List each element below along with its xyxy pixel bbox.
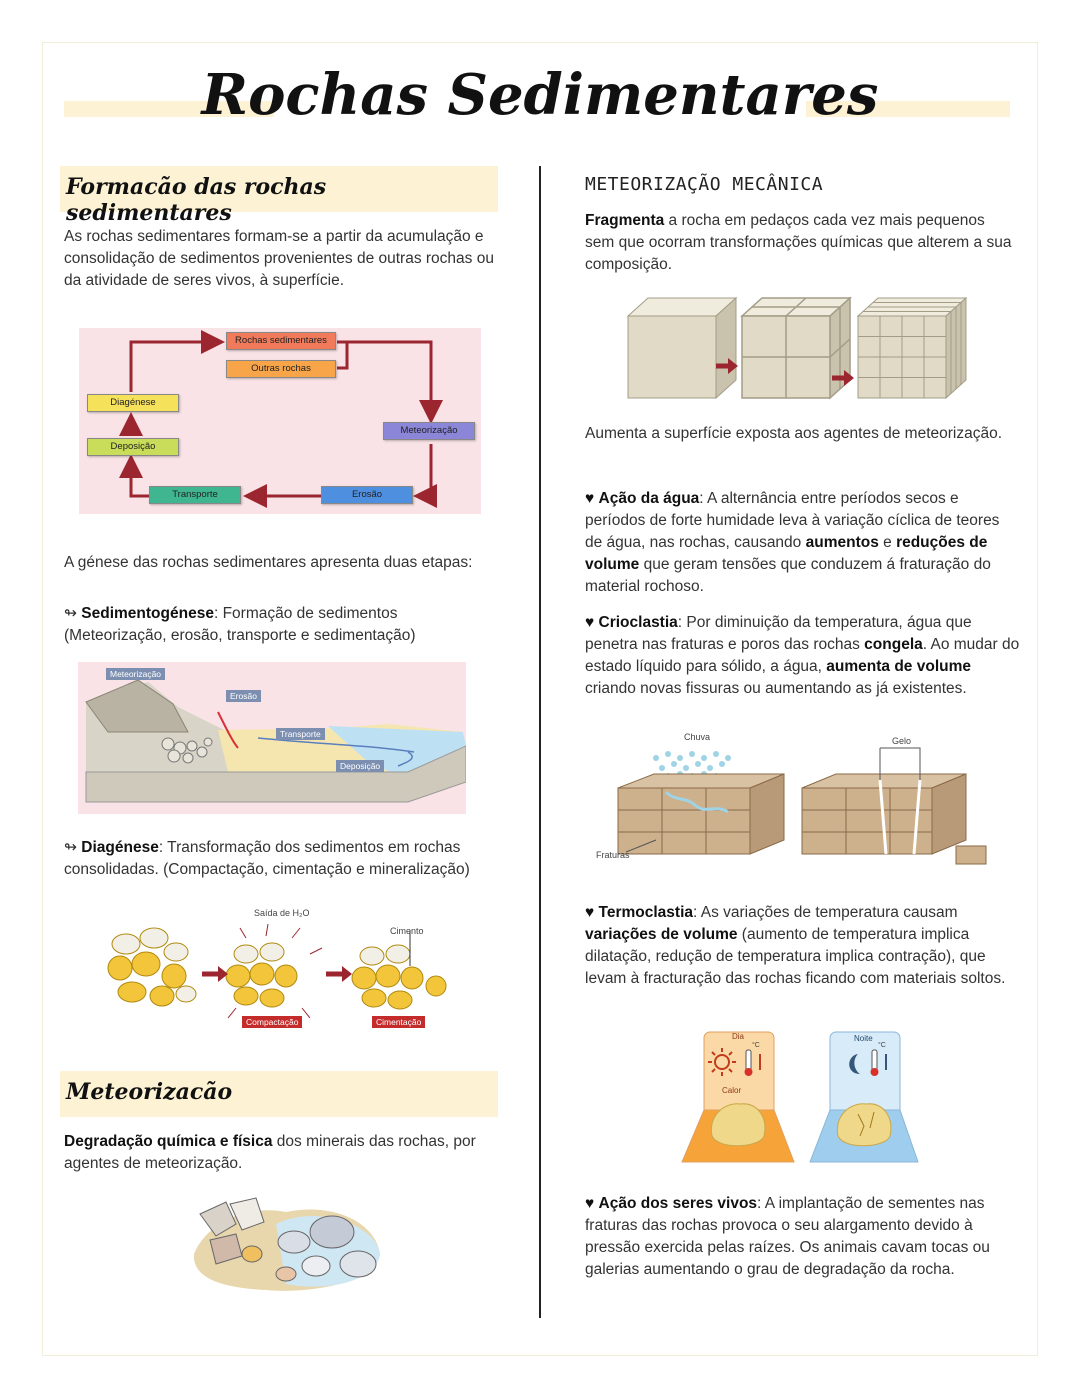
page-frame bbox=[42, 42, 1038, 1356]
label-celsius-night: °C bbox=[878, 1042, 886, 1049]
cycle-node-erosao: Erosão bbox=[321, 486, 413, 504]
page-title: Rochas Sedimentares bbox=[201, 62, 879, 128]
sedimentogenese-desc: : Formação de sedimentos (Meteorização, … bbox=[64, 605, 416, 644]
label-deposicao: Deposição bbox=[336, 760, 385, 772]
thermoclasty-figure: Dia Noite Calor °C °C bbox=[678, 1030, 920, 1166]
weathering-rest: dos minerais das rochas, por agentes de … bbox=[64, 1133, 476, 1172]
cryoclasty-item: ♥ Crioclastia: Por diminuição da tempera… bbox=[585, 612, 1020, 700]
water-action-bold-2: reduções de volume bbox=[585, 534, 988, 573]
title-decoration-right bbox=[806, 101, 1010, 117]
label-ice: Gelo bbox=[892, 736, 912, 746]
label-cement: Cimento bbox=[390, 926, 424, 936]
diagenesis-illustration bbox=[107, 923, 447, 1019]
cryoclasty-figure: Chuva Gelo Fraturas bbox=[596, 730, 992, 870]
cycle-node-diagenese: Diagénese bbox=[87, 394, 179, 412]
cycle-node-deposicao: Deposição bbox=[87, 438, 179, 456]
diagenese-desc: : Transformação dos sedimentos em rochas… bbox=[64, 839, 470, 878]
diagenese-term: Diagénese bbox=[81, 839, 159, 856]
thermoclasty-illustration bbox=[681, 1031, 919, 1163]
water-action-item: ♥ Ação da água: A alternância entre perí… bbox=[585, 488, 1017, 598]
label-heat: Calor bbox=[722, 1086, 742, 1095]
sedimentary-cycle-diagram: Rochas sedimentares Outras rochas Meteor… bbox=[79, 328, 481, 514]
cycle-arrows bbox=[119, 330, 443, 508]
thermoclasty-bold-1: variações de volume bbox=[585, 926, 738, 943]
weathering-pebbles-figure bbox=[186, 1184, 382, 1296]
heart-bullet-icon: ♥ bbox=[585, 614, 599, 631]
mechanical-intro-rest: a rocha em pedaços cada vez mais pequeno… bbox=[585, 212, 1012, 273]
label-night: Noite bbox=[854, 1034, 873, 1043]
label-water-exit: Saída de H₂O bbox=[254, 908, 310, 918]
cubes-illustration bbox=[626, 296, 968, 400]
water-action-term: Ação da água bbox=[598, 490, 700, 507]
section-heading-mechanical: METEORIZAÇÃO MECÂNICA bbox=[585, 174, 824, 195]
mechanical-intro-bold: Fragmenta bbox=[585, 212, 665, 229]
label-fractures: Fraturas bbox=[596, 850, 630, 860]
label-transporte: Transporte bbox=[276, 728, 325, 740]
arrow-bullet-icon: ↬ bbox=[64, 605, 82, 622]
label-cementation: Cimentação bbox=[372, 1016, 426, 1028]
cryoclasty-term: Crioclastia bbox=[598, 614, 678, 631]
heart-bullet-icon: ♥ bbox=[585, 904, 599, 921]
living-beings-item: ♥ Ação dos seres vivos: A implantação de… bbox=[585, 1193, 1020, 1281]
living-beings-desc: : A implantação de sementes nas fraturas… bbox=[585, 1195, 990, 1278]
water-action-text-1: : A alternância entre períodos secos e p… bbox=[585, 490, 1000, 551]
landscape-illustration bbox=[85, 679, 467, 803]
section-heading-weathering: Meteorizacão bbox=[60, 1071, 498, 1117]
diagenese-item: ↬ Diagénese: Transformação dos sedimento… bbox=[64, 837, 504, 881]
cryoclasty-text-1: : Por diminuição da temperatura, água qu… bbox=[585, 614, 972, 653]
diagenesis-figure: Saída de H₂O Cimento Compactação Cimenta… bbox=[96, 904, 466, 1036]
label-rain: Chuva bbox=[684, 732, 711, 742]
water-action-text-2: e bbox=[878, 534, 897, 551]
label-compaction: Compactação bbox=[242, 1016, 303, 1028]
heart-bullet-icon: ♥ bbox=[585, 1195, 599, 1212]
cryoclasty-bold-2: aumenta de volume bbox=[826, 658, 972, 675]
cryoclasty-bold-1: congela bbox=[864, 636, 923, 653]
formation-intro: As rochas sedimentares formam-se a parti… bbox=[64, 228, 494, 289]
cryoclasty-illustration bbox=[617, 747, 987, 865]
title-decoration-left bbox=[64, 101, 274, 117]
living-beings-term: Ação dos seres vivos bbox=[598, 1195, 758, 1212]
label-celsius-day: °C bbox=[752, 1042, 760, 1049]
fragmentation-cubes-figure bbox=[624, 294, 974, 400]
label-erosao: Erosão bbox=[226, 690, 261, 702]
cycle-node-rochas-sedimentares: Rochas sedimentares bbox=[226, 332, 336, 350]
weathering-intro: Degradação química e física dos minerais… bbox=[64, 1131, 494, 1175]
water-action-bold-1: aumentos bbox=[805, 534, 879, 551]
pebbles-illustration bbox=[193, 1197, 380, 1291]
thermoclasty-term: Termoclastia bbox=[598, 904, 693, 921]
label-meteorizacao: Meteorização bbox=[106, 668, 166, 680]
sedimentogenese-item: ↬ Sedimentogénese: Formação de sedimento… bbox=[64, 603, 504, 647]
section-heading-formation: Formacão das rochas sedimentares bbox=[60, 166, 498, 226]
cycle-node-transporte: Transporte bbox=[149, 486, 241, 504]
cryoclasty-text-2: . Ao mudar do estado líquido para sólido… bbox=[585, 636, 1020, 675]
mechanical-intro: Fragmenta a rocha em pedaços cada vez ma… bbox=[585, 210, 1015, 276]
sedimentation-landscape-figure: Meteorização Erosão Transporte Deposição bbox=[78, 662, 467, 814]
cycle-node-outras-rochas: Outras rochas bbox=[226, 360, 336, 378]
thermoclasty-item: ♥ Termoclastia: As variações de temperat… bbox=[585, 902, 1015, 990]
sedimentogenese-term: Sedimentogénese bbox=[81, 605, 214, 622]
column-divider bbox=[539, 166, 541, 1318]
genesis-intro: A génese das rochas sedimentares apresen… bbox=[64, 554, 473, 571]
arrow-bullet-icon: ↬ bbox=[64, 839, 82, 856]
heart-bullet-icon: ♥ bbox=[585, 490, 599, 507]
water-action-text-3: que geram tensões que conduzem á fratura… bbox=[585, 556, 991, 595]
cryoclasty-text-3: criando novas fissuras ou aumentando as … bbox=[585, 680, 967, 697]
thermoclasty-text-2: (aumento de temperatura implica dilataçã… bbox=[585, 926, 1006, 987]
weathering-bold: Degradação química e física bbox=[64, 1133, 273, 1150]
cycle-node-meteorizacao: Meteorização bbox=[383, 422, 475, 440]
surface-text: Aumenta a superfície exposta aos agentes… bbox=[585, 425, 1003, 442]
thermoclasty-text-1: : As variações de temperatura causam bbox=[693, 904, 958, 921]
label-day: Dia bbox=[732, 1032, 745, 1041]
